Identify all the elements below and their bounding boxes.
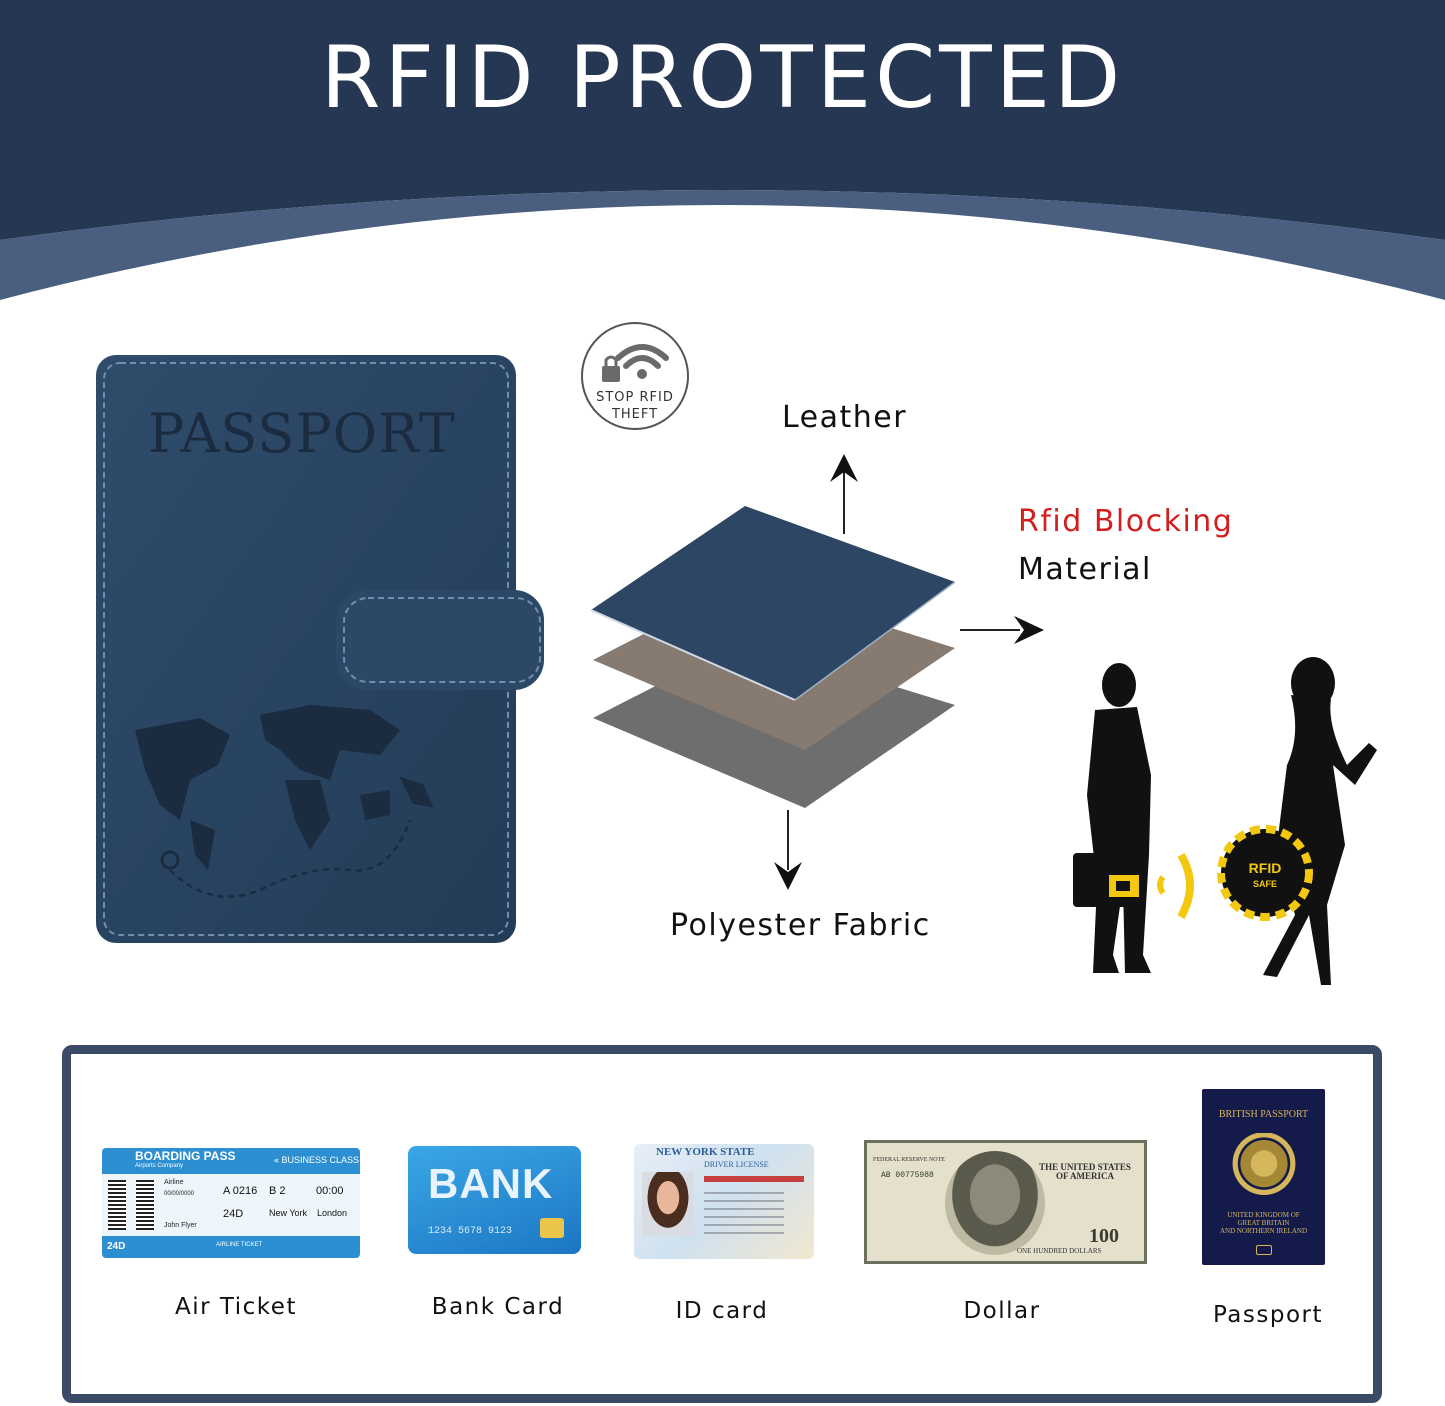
- dollar-portrait: [945, 1151, 1045, 1255]
- ticket-gate: B 2: [269, 1185, 286, 1197]
- british-passport-line2: GREAT BRITAIN: [1237, 1219, 1290, 1227]
- id-card-details: [704, 1188, 784, 1234]
- chip-icon: [1256, 1245, 1272, 1255]
- ticket-date: 00/00/0000: [164, 1191, 195, 1197]
- arrow-right-icon: [960, 616, 1044, 644]
- ticket-from: New York: [269, 1208, 308, 1218]
- header-background: [0, 0, 1445, 300]
- lock-wifi-icon: [602, 344, 669, 382]
- ticket-seat-tab: 24D: [107, 1241, 126, 1252]
- dollar-nation: THE UNITED STATES OF AMERICA: [1039, 1162, 1131, 1181]
- ticket-flight: A 0216: [223, 1185, 258, 1197]
- passport-cover-image: [96, 355, 544, 943]
- ticket-title: BOARDING PASS: [135, 1149, 236, 1163]
- id-card-state: NEW YORK STATE: [656, 1146, 755, 1158]
- id-card-photo: [642, 1172, 694, 1236]
- id-card-stripe: [704, 1176, 804, 1182]
- ticket-seat: 24D: [223, 1208, 244, 1220]
- ticket-passenger: John Flyer: [164, 1222, 197, 1229]
- dollar-serial: AB 00775988: [881, 1171, 934, 1180]
- british-passport-line3: AND NORTHERN IRELAND: [1219, 1227, 1308, 1235]
- ticket-airline: Airline: [164, 1179, 184, 1186]
- stop-rfid-badge: STOP RFID THEFT: [581, 322, 689, 430]
- bank-card-chip: [540, 1218, 564, 1238]
- header-title: RFID PROTECTED: [320, 28, 1125, 128]
- ticket-to: London: [317, 1208, 348, 1218]
- ticket-barcode: [108, 1180, 126, 1230]
- item-label-id-card: ID card: [675, 1298, 769, 1324]
- bank-card-brand: BANK: [428, 1160, 554, 1207]
- material-layers-image: [590, 506, 956, 808]
- arrow-up-icon: [830, 454, 858, 534]
- badge-line-2: THEFT: [611, 407, 659, 422]
- british-passport-line1: UNITED KINGDOM OF: [1227, 1211, 1300, 1219]
- layer-label-polyester: Polyester Fabric: [670, 908, 931, 943]
- rfid-blocking-material: Material: [1018, 552, 1152, 587]
- ticket-class: « BUSINESS CLASS: [274, 1155, 360, 1165]
- rfid-scene-illustration: RFID SAFE: [1073, 657, 1377, 985]
- item-label-passport: Passport: [1212, 1302, 1324, 1328]
- id-card-type: DRIVER LICENSE: [704, 1160, 769, 1169]
- item-label-air-ticket: Air Ticket: [175, 1294, 297, 1320]
- layer-label-leather: Leather: [782, 400, 908, 435]
- badge-line-1: STOP RFID: [596, 390, 674, 405]
- air-ticket-image: BOARDING PASS Airports Company « BUSINES…: [102, 1148, 360, 1258]
- british-passport-title: BRITISH PASSPORT: [1218, 1109, 1309, 1120]
- dollar-bill-image: FEDERAL RESERVE NOTE AB 00775988 THE UNI…: [864, 1140, 1147, 1264]
- item-label-bank-card: Bank Card: [431, 1294, 565, 1320]
- rfid-blocking-highlight: Rfid Blocking: [1018, 504, 1234, 539]
- bank-card-image: BANK 1234 5678 9123: [408, 1146, 581, 1254]
- arrow-down-icon: [774, 810, 802, 890]
- ticket-time: 00:00: [316, 1185, 344, 1197]
- ticket-company: Airports Company: [135, 1163, 184, 1169]
- ticket-footer: AIRLINE TICKET: [216, 1242, 263, 1248]
- id-card-image: NEW YORK STATE DRIVER LICENSE: [634, 1144, 814, 1259]
- dollar-value: 100: [1089, 1225, 1119, 1247]
- dollar-top: FEDERAL RESERVE NOTE: [873, 1157, 945, 1163]
- bank-card-number: 1234 5678 9123: [428, 1226, 513, 1237]
- item-label-dollar: Dollar: [963, 1298, 1041, 1324]
- passport-cover-title: PASSPORT: [148, 402, 456, 465]
- dollar-bottom: ONE HUNDRED DOLLARS: [1017, 1247, 1102, 1255]
- british-passport-image: BRITISH PASSPORT UNITED KINGDOM OF GREAT…: [1202, 1089, 1325, 1265]
- british-passport-crest: [1228, 1133, 1300, 1201]
- rfid-safe-label: RFID: [1249, 860, 1282, 876]
- rfid-safe-sublabel: SAFE: [1253, 879, 1277, 889]
- ticket-barcode-2: [136, 1180, 154, 1230]
